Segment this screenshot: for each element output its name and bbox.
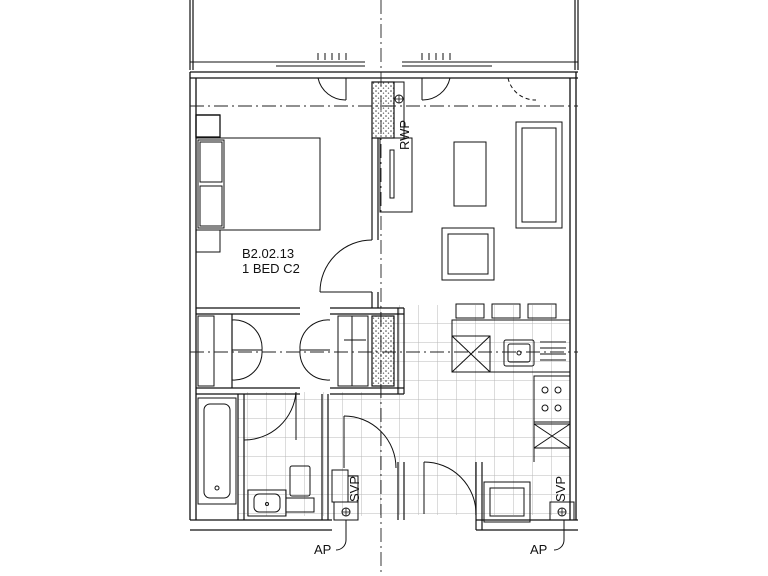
balcony	[189, 0, 579, 70]
ap-label-right: AP	[530, 542, 547, 557]
grid-axes	[190, 0, 578, 576]
svp-label-left: SVP	[347, 476, 362, 502]
ap-label-left: AP	[314, 542, 331, 557]
entrance-door	[423, 461, 531, 523]
bed	[195, 137, 321, 253]
bedroom-door	[319, 239, 373, 293]
living-furniture	[441, 121, 563, 281]
unit-type: 1 BED C2	[242, 261, 300, 276]
tiled-floor	[238, 305, 570, 516]
svp-label-right: SVP	[553, 476, 568, 502]
wardrobes	[197, 315, 369, 387]
internal-walls	[196, 138, 483, 530]
windows	[190, 53, 578, 67]
rwp-duct	[371, 81, 413, 213]
kitchen	[451, 303, 571, 462]
rwp-label: RWP	[397, 120, 412, 150]
unit-code: B2.02.13	[242, 246, 294, 261]
balcony-doors	[317, 77, 537, 101]
ap-pipes	[335, 520, 565, 551]
riser-duct	[371, 315, 395, 387]
